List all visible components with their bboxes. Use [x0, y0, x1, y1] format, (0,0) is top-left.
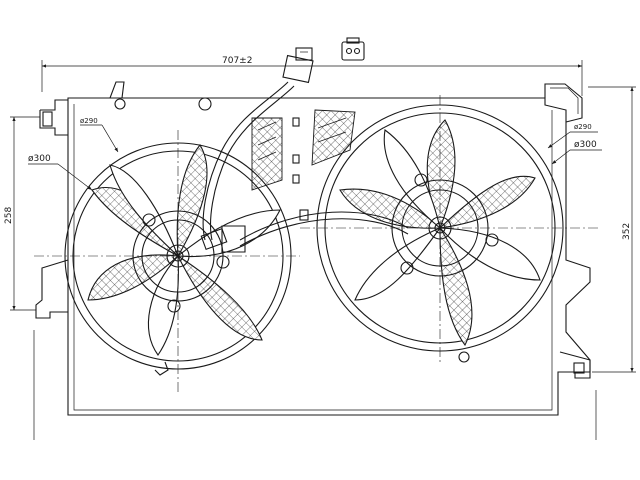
right-fan-blades: [339, 119, 541, 347]
dimension-overall-width: 707±2: [41, 56, 583, 96]
right-inner-diameter-callout: ø290: [547, 123, 598, 149]
dimension-left-height: 258: [4, 116, 40, 311]
left-outer-diameter-callout: ø300: [28, 154, 93, 191]
overall-width-label: 707±2: [222, 56, 252, 66]
shroud-frame: [35, 81, 591, 416]
right-inner-diameter-label: ø290: [574, 123, 592, 131]
left-height-label: 258: [4, 207, 14, 224]
left-inner-diameter-callout: ø290: [80, 117, 119, 153]
right-height-label: 352: [622, 223, 632, 240]
top-connector: [282, 47, 314, 84]
wiring-harness: [200, 81, 409, 253]
right-outer-diameter-label: ø300: [574, 140, 597, 150]
right-fan: [300, 95, 600, 365]
left-outer-diameter-label: ø300: [28, 154, 51, 164]
right-outer-diameter-callout: ø300: [551, 140, 602, 165]
spare-connector: [341, 37, 365, 61]
left-inner-diameter-label: ø290: [80, 117, 98, 125]
centre-louvers: [251, 109, 356, 191]
left-fan: [34, 130, 300, 392]
dimension-right-height: 352: [588, 86, 636, 373]
left-fan-blades: [87, 144, 281, 356]
